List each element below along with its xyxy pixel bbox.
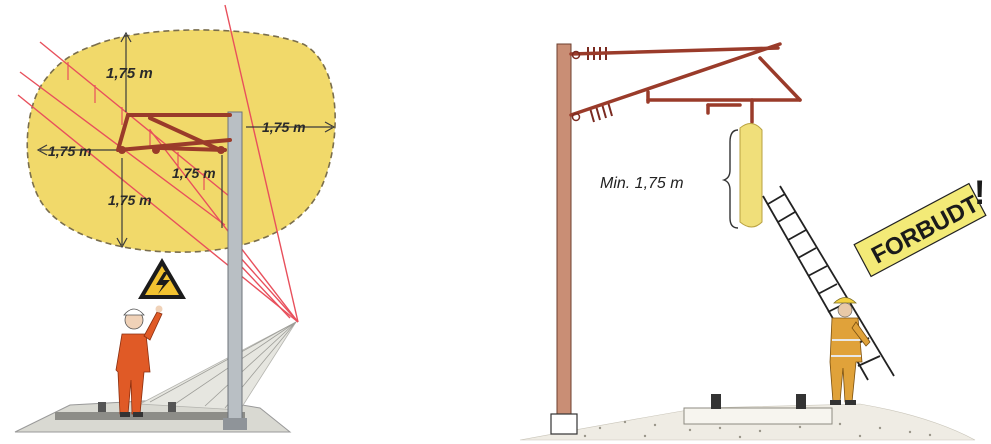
forbudt-sign: FORBUDT (854, 184, 986, 277)
rail-right-1 (711, 394, 721, 409)
curly-brace (724, 130, 738, 228)
label-left-distance: 1,75 m (48, 143, 92, 159)
sleeper (55, 412, 245, 420)
ladder (763, 186, 894, 380)
label-top-distance: 1,75 m (106, 65, 153, 82)
label-min-distance: Min. 1,75 m (600, 175, 684, 192)
rail-right (168, 402, 176, 412)
mast-left (228, 112, 242, 424)
mast-right (557, 44, 571, 422)
rail-right-2 (796, 394, 806, 409)
sign-exclamation: ! (974, 174, 985, 212)
left-illustration: 1,75 m 1,75 m 1,75 m 1,75 m 1,75 m (15, 5, 335, 432)
right-illustration: Min. 1,75 m (520, 44, 986, 440)
label-mid-distance: 1,75 m (172, 165, 216, 181)
high-voltage-warning-icon (138, 258, 186, 299)
label-right-distance: 1,75 m (262, 119, 306, 135)
sleeper-right (684, 408, 832, 424)
danger-zone (27, 30, 335, 252)
clearance-zone (740, 123, 762, 227)
worker-right (830, 298, 870, 406)
rail-left (98, 402, 106, 412)
mast-base (223, 418, 247, 430)
label-bottom-distance: 1,75 m (108, 192, 152, 208)
mast-right-base (551, 414, 577, 434)
